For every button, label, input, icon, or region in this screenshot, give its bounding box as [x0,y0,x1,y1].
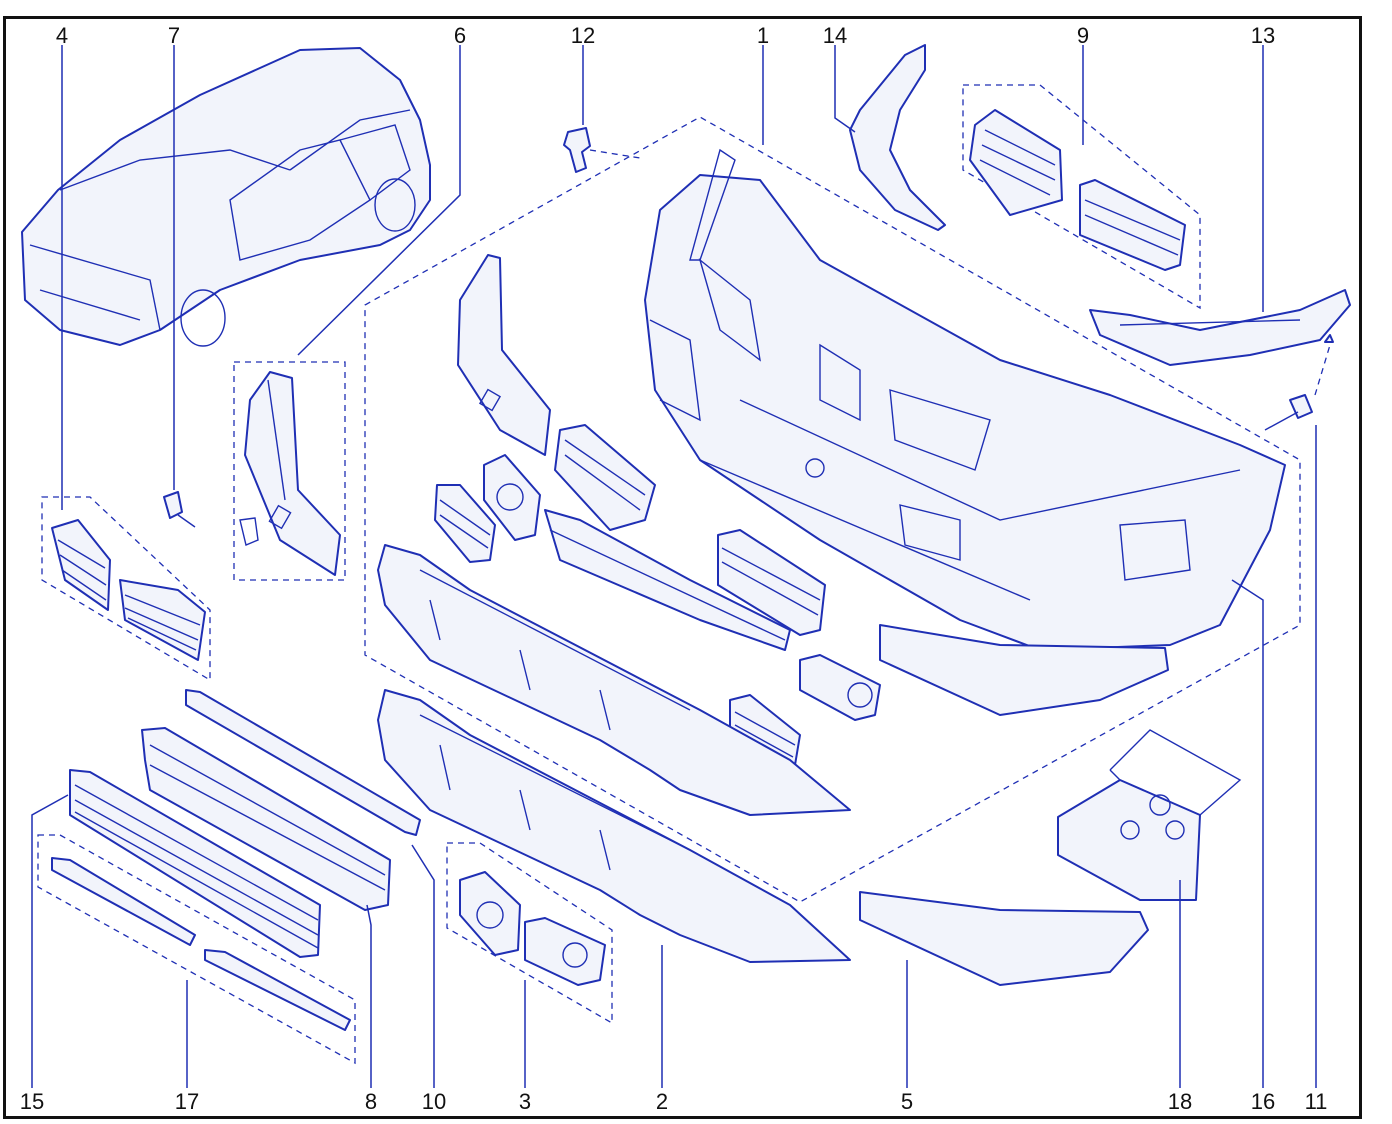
part-15-mesh-grille [69,769,321,958]
callout-2: 2 [655,1089,669,1114]
part-4-grilles-kit [41,496,211,682]
leader-lines [31,45,1317,1088]
part-17-trims-kit [37,834,356,1065]
part-1-side-trim [457,254,551,456]
part-13-bracket [1089,289,1351,366]
part-2-absorber [377,689,851,963]
part-1-grille-right [717,529,826,636]
callout-12: 12 [570,23,596,48]
part-9-grilles-kit [962,84,1201,310]
part-7-clip [163,491,183,519]
callout-9: 9 [1076,23,1090,48]
callout-10: 10 [421,1089,447,1114]
callout-15: 15 [19,1089,45,1114]
part-12-push-clip [563,127,641,173]
part-11-rivet [1264,334,1334,431]
diagram-frame [3,16,1362,1119]
part-13-detail [1119,319,1301,326]
callout-4: 4 [55,23,69,48]
part-1-fog-surround-left [483,454,541,541]
callout-11: 11 [1304,1089,1328,1114]
callout-1: 1 [756,23,770,48]
callout-16: 16 [1250,1089,1276,1114]
part-1-grille-small-left [434,484,496,563]
part-1-front-bumper [644,148,1286,651]
part-3-fog-surrounds-kit [446,842,613,1025]
car-illustration [21,47,431,347]
callout-6: 6 [453,23,467,48]
part-8-grille [141,727,391,911]
part-6-side-trims-kit [233,361,346,581]
part-10-strip [185,689,421,836]
callout-17: 17 [174,1089,200,1114]
callout-13: 13 [1250,23,1276,48]
callout-5: 5 [900,1089,914,1114]
part-1-absorber [377,544,851,816]
callout-8: 8 [364,1089,378,1114]
part-1-fog-surround-right [799,654,881,721]
part-1-kit-outline [364,116,1301,903]
callout-14: 14 [822,23,848,48]
part-1-lower-spoiler [879,624,1169,716]
part-5-spoiler [859,891,1149,986]
callout-3: 3 [518,1089,532,1114]
part-1-upper-grille [554,424,656,531]
part-7-wire [177,514,196,528]
callout-18: 18 [1167,1089,1193,1114]
part-1-lower-grille [544,509,791,651]
part-18-fixings-box [1057,729,1242,901]
callout-7: 7 [167,23,181,48]
part-14-bracket [849,44,946,231]
